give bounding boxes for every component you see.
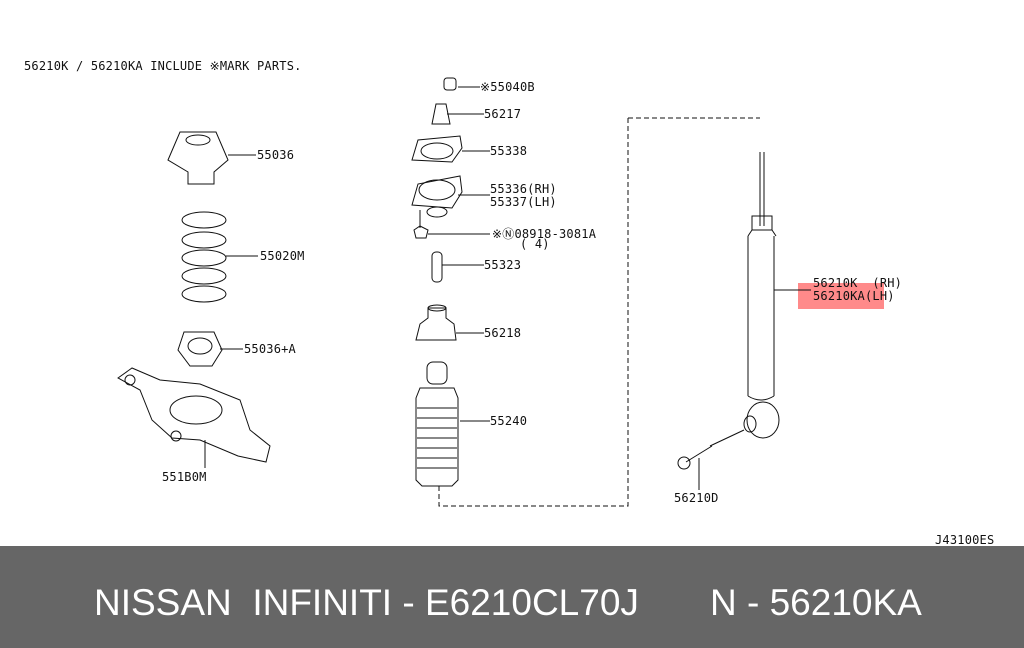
footer-banner: NISSAN INFINITI - E6210CL70J N - 56210KA	[0, 546, 1024, 648]
assembly-bracket	[438, 117, 760, 507]
leader-lines	[204, 86, 811, 490]
part-label-08918[interactable]: ※Ⓝ08918-3081A	[492, 227, 597, 241]
part-label-56218[interactable]: 56218	[484, 326, 522, 340]
include-note: 56210K / 56210KA INCLUDE ※MARK PARTS.	[24, 59, 302, 73]
part-label-55323[interactable]: 55323	[484, 258, 522, 272]
parts-diagram	[117, 77, 811, 507]
part-label-55020m[interactable]: 55020M	[260, 249, 305, 263]
part-label-55338[interactable]: 55338	[490, 144, 528, 158]
part-label-56210d[interactable]: 56210D	[674, 491, 719, 505]
part-label-55240[interactable]: 55240	[490, 414, 528, 428]
part-label-56210k[interactable]: 56210K (RH)	[813, 276, 903, 290]
part-label-55040b[interactable]: ※55040B	[480, 80, 535, 94]
part-label-55336[interactable]: 55336(RH)	[490, 182, 557, 196]
highlighted-part-marker	[798, 283, 884, 309]
coil-spring	[181, 211, 227, 303]
shock-absorber	[677, 152, 780, 470]
part-label-55036[interactable]: 55036	[257, 148, 295, 162]
footer-catalog-ref: NISSAN INFINITI - E6210CL70J	[94, 582, 639, 623]
diagram-code: J43100ES	[935, 533, 995, 547]
part-qty-08918: ( 4)	[520, 237, 550, 251]
part-label-55036a[interactable]: 55036+A	[244, 342, 296, 356]
part-label-55337[interactable]: 55337(LH)	[490, 195, 557, 209]
part-label-551b0m[interactable]: 551B0M	[162, 470, 207, 484]
boot-ribs	[417, 407, 457, 469]
part-label-56210ka[interactable]: 56210KA(LH)	[813, 289, 895, 303]
part-label-56217[interactable]: 56217	[484, 107, 522, 121]
footer-part-number: N - 56210KA	[710, 582, 922, 623]
